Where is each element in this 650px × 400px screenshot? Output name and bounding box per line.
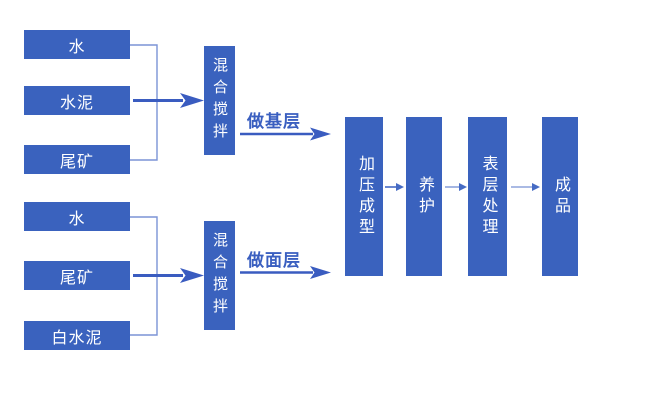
- process-step-curing: 养护: [406, 117, 442, 276]
- input-box-tailings-bottom: 尾矿: [24, 261, 130, 290]
- input-box-cement: 水泥: [24, 86, 130, 115]
- process-step-surface-treatment: 表层处理: [468, 117, 507, 276]
- input-label: 尾矿: [59, 153, 94, 171]
- arrow-top-inputs-to-mixer: [133, 93, 204, 108]
- input-label: 尾矿: [59, 269, 94, 287]
- input-label: 水泥: [59, 94, 94, 112]
- mixer-box-base-layer: 混合搅拌: [204, 46, 235, 155]
- input-label: 水: [68, 38, 86, 56]
- arrow-step-press-to-curing: [385, 183, 404, 191]
- input-box-tailings-top: 尾矿: [24, 145, 130, 174]
- mixer-box-surface-layer: 混合搅拌: [204, 221, 235, 330]
- step-label: 养护: [416, 175, 433, 218]
- mixer-label: 混合搅拌: [211, 56, 228, 145]
- step-label: 加压成型: [356, 154, 373, 239]
- input-label: 白水泥: [51, 329, 103, 347]
- input-box-water-top: 水: [24, 30, 130, 59]
- process-step-press-forming: 加压成型: [345, 117, 383, 276]
- arrow-bottom-inputs-to-mixer: [133, 268, 204, 283]
- input-label: 水: [68, 210, 86, 228]
- branch-label-surface-layer: 做面层: [247, 251, 301, 270]
- bracket-top-connector: [130, 44, 158, 161]
- step-label: 表层处理: [479, 154, 497, 239]
- bracket-bottom-connector: [130, 216, 158, 336]
- arrow-step-surface-to-finished: [511, 183, 540, 191]
- process-step-finished-product: 成品: [542, 117, 578, 276]
- mixer-label: 混合搅拌: [211, 231, 228, 320]
- branch-label-base-layer: 做基层: [247, 112, 301, 131]
- arrow-step-curing-to-surface: [445, 183, 467, 191]
- step-label: 成品: [552, 175, 569, 218]
- input-box-water-bottom: 水: [24, 202, 130, 231]
- input-box-white-cement: 白水泥: [24, 321, 130, 350]
